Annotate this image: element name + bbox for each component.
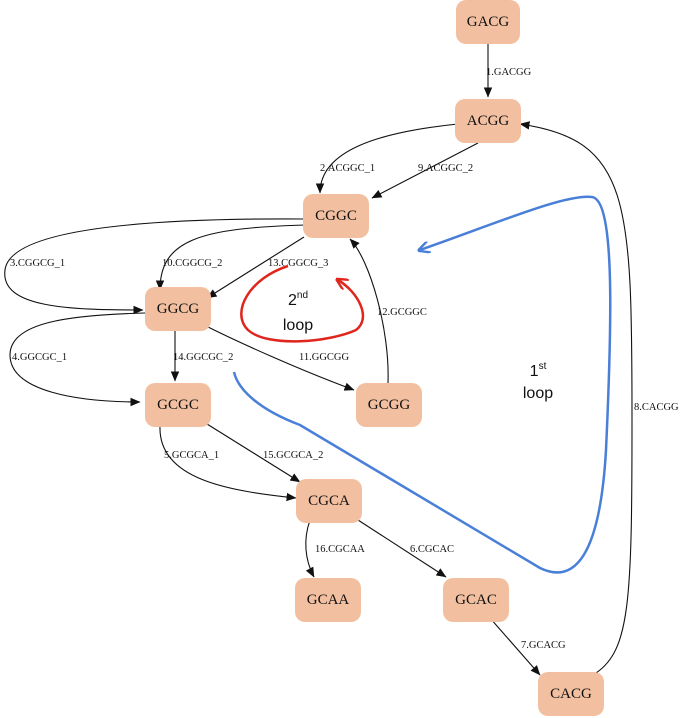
loop-2-title: 2nd xyxy=(288,290,308,309)
edges: 1.GACGG 2.ACGGC_1 9.ACGGC_2 3.CGGCG_1 10… xyxy=(4,44,679,676)
node-cggc-label: CGGC xyxy=(315,208,357,224)
edge-3-label: 3.CGGCG_1 xyxy=(10,258,65,269)
nodes: GACG ACGG CGGC GGCG GCGC GCGG CGCA GCAA xyxy=(145,0,604,716)
edge-10: 10.CGGCG_2 xyxy=(155,224,306,291)
loop-1-arrow xyxy=(232,195,612,574)
edge-12: 12.GCGGC xyxy=(349,238,427,384)
edge-1-label: 1.GACGG xyxy=(486,67,532,78)
node-ggcg: GGCG xyxy=(145,287,211,331)
edge-2-label: 2.ACGGC_1 xyxy=(320,163,375,174)
edge-13: 13.CGGCG_3 xyxy=(206,236,328,299)
node-ggcg-label: GGCG xyxy=(157,301,200,317)
edge-16-label: 16.CGCAA xyxy=(315,544,365,555)
edge-6: 6.CGCAC xyxy=(357,519,454,578)
loop-2-annotation: 2nd loop xyxy=(240,264,365,343)
edge-15-label: 15.GCGCA_2 xyxy=(263,450,323,461)
node-gcgg: GCGG xyxy=(356,383,422,427)
loop-2-arrow xyxy=(240,264,365,343)
node-gcaa: GCAA xyxy=(295,578,361,622)
edge-14-label: 14.GGCGC_2 xyxy=(173,352,233,363)
edge-2: 2.ACGGC_1 xyxy=(315,123,459,194)
node-gcac: GCAC xyxy=(443,578,509,622)
edge-7-label: 7.GCACG xyxy=(521,640,566,651)
node-acgg: ACGG xyxy=(455,99,521,143)
node-cggc: CGGC xyxy=(303,194,369,238)
edge-4-label: 4.GGCGC_1 xyxy=(12,352,67,363)
edge-6-label: 6.CGCAC xyxy=(410,544,454,555)
node-gcac-label: GCAC xyxy=(455,592,497,608)
node-cgca: CGCA xyxy=(296,479,362,523)
node-gacg-label: GACG xyxy=(467,14,510,30)
edge-15: 15.GCGCA_2 xyxy=(206,423,323,483)
node-cgca-label: CGCA xyxy=(308,493,350,509)
edge-5-label: 5.GCGCA_1 xyxy=(164,450,219,461)
edge-12-label: 12.GCGGC xyxy=(377,307,427,318)
edge-13-label: 13.CGGCG_3 xyxy=(268,258,328,269)
edge-10-label: 10.CGGCG_2 xyxy=(162,258,222,269)
edge-16: 16.CGCAA xyxy=(305,519,365,578)
edge-3: 3.CGGCG_1 xyxy=(4,218,306,315)
edge-5: 5.GCGCA_1 xyxy=(159,425,297,502)
node-cacg: CACG xyxy=(538,672,604,716)
loop-1-word: loop xyxy=(523,385,553,402)
edge-7: 7.GCACG xyxy=(489,617,566,676)
loop-2-word: loop xyxy=(283,317,313,334)
loop-1-title: 1st xyxy=(530,361,547,380)
node-gacg: GACG xyxy=(456,0,520,44)
edge-9-label: 9.ACGGC_2 xyxy=(418,163,473,174)
node-acgg-label: ACGG xyxy=(467,113,510,129)
edge-11-label: 11.GGCGG xyxy=(299,352,349,363)
node-gcgg-label: GCGG xyxy=(368,397,411,413)
edge-14: 14.GGCGC_2 xyxy=(170,326,233,382)
edge-8-label: 8.CACGG xyxy=(634,402,679,413)
edge-8: 8.CACGG xyxy=(519,121,679,674)
edge-11: 11.GGCGG xyxy=(205,325,355,391)
loop-1-annotation: 1st loop xyxy=(232,195,612,574)
edge-4: 4.GGCGC_1 xyxy=(9,312,146,407)
edge-1: 1.GACGG xyxy=(483,44,532,98)
node-gcgc: GCGC xyxy=(145,383,211,427)
node-gcgc-label: GCGC xyxy=(157,397,199,413)
node-cacg-label: CACG xyxy=(550,686,592,702)
node-gcaa-label: GCAA xyxy=(307,592,350,608)
edge-9: 9.ACGGC_2 xyxy=(371,142,479,199)
